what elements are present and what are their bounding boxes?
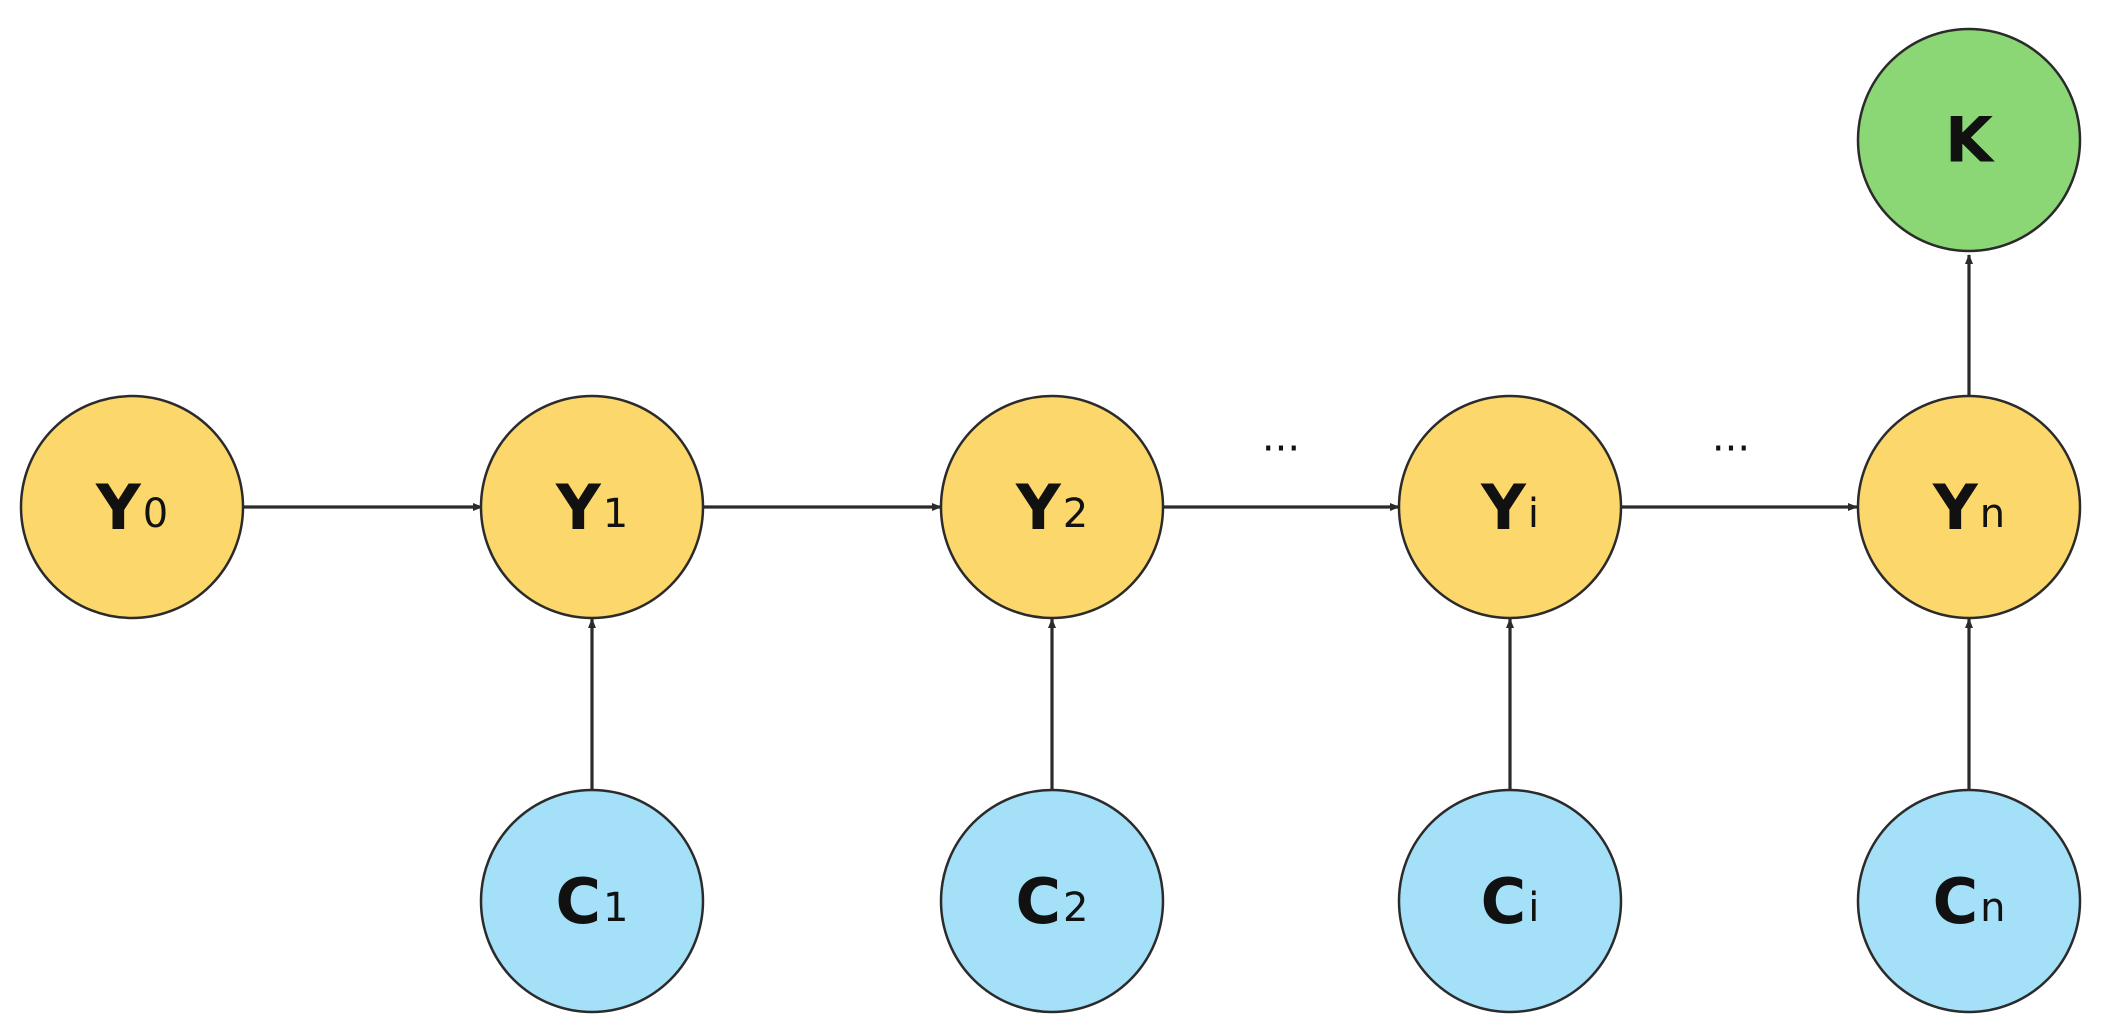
node-c1: C1 <box>479 788 705 1014</box>
node-ci: Ci <box>1397 788 1623 1014</box>
node-y0-circle <box>19 394 245 620</box>
node-y2: Y2 <box>939 394 1165 620</box>
node-yn-label: Yn <box>1932 471 2005 544</box>
node-yi-label: Yi <box>1480 471 1539 544</box>
node-y1-label: Y1 <box>555 471 628 544</box>
node-c2-circle <box>939 788 1165 1014</box>
node-c1-circle <box>479 788 705 1014</box>
node-yi-circle <box>1397 394 1623 620</box>
node-c1-label: C1 <box>556 865 629 938</box>
node-y2-label: Y2 <box>1015 471 1088 544</box>
node-yi: Yi <box>1397 394 1623 620</box>
edges <box>244 254 1973 789</box>
node-y1-circle <box>479 394 705 620</box>
node-c2: C2 <box>939 788 1165 1014</box>
node-y0: Y0 <box>19 394 245 620</box>
node-cn: Cn <box>1856 788 2082 1014</box>
ellipsis-right: ··· <box>1712 426 1750 472</box>
ellipsis-left: ··· <box>1262 426 1300 472</box>
node-yn: Yn <box>1856 394 2082 620</box>
node-ci-label: Ci <box>1481 865 1540 938</box>
node-y1: Y1 <box>479 394 705 620</box>
node-k-circle <box>1856 27 2082 253</box>
node-ci-circle <box>1397 788 1623 1014</box>
node-y0-label: Y0 <box>95 471 168 544</box>
node-cn-label: Cn <box>1933 865 2006 938</box>
node-cn-circle <box>1856 788 2082 1014</box>
node-k: K <box>1856 27 2082 253</box>
node-c2-label: C2 <box>1016 865 1089 938</box>
node-k-label: K <box>1945 104 1995 177</box>
node-yn-circle <box>1856 394 2082 620</box>
node-y2-circle <box>939 394 1165 620</box>
